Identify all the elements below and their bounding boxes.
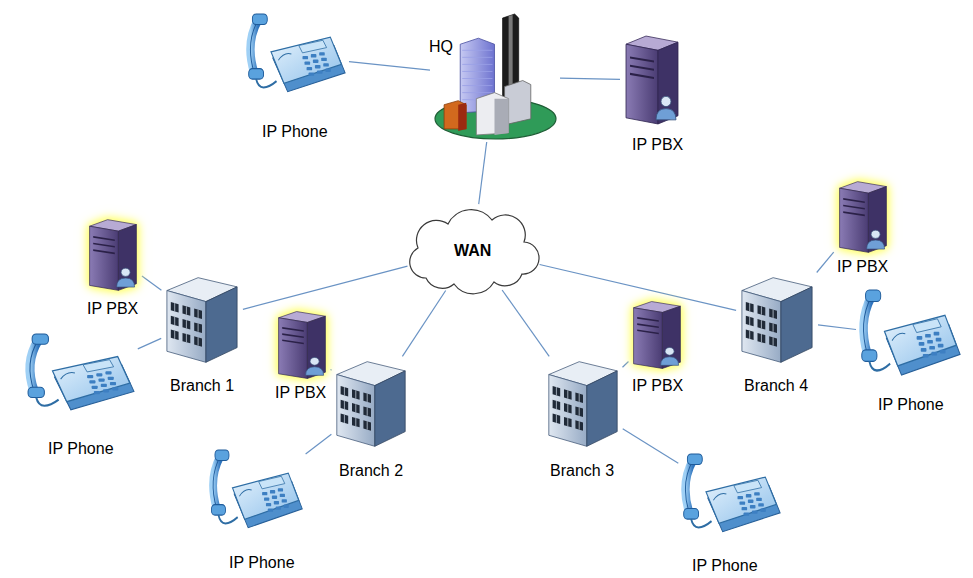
- node-label: IP PBX: [632, 376, 683, 395]
- node-label: IP Phone: [262, 122, 328, 141]
- network-link: [142, 276, 162, 290]
- ip-pbx-server-icon: [630, 300, 684, 370]
- ip-phone-icon: [858, 290, 962, 382]
- ip-pbx: IP PBX: [85, 218, 140, 319]
- network-link: [243, 266, 408, 309]
- network-link: [138, 338, 161, 349]
- network-link: [818, 325, 856, 330]
- node-label: IP PBX: [632, 135, 683, 154]
- network-link: [479, 142, 487, 204]
- network-link: [623, 429, 679, 464]
- node-label: HQ: [429, 37, 453, 56]
- network-link: [502, 290, 549, 356]
- ip-pbx-server-icon: [836, 180, 890, 254]
- node-label: IP PBX: [837, 257, 888, 276]
- ip-pbx-server-icon: [275, 310, 329, 380]
- node-label: Branch 2: [339, 461, 403, 480]
- network-link: [402, 291, 445, 357]
- ip-phone-icon: [24, 334, 136, 416]
- node-label: IP Phone: [229, 553, 295, 572]
- branch-building-icon: [333, 358, 409, 450]
- ip-pbx-server-icon: [86, 218, 140, 292]
- network-label: WAN: [454, 241, 491, 260]
- ip-phone: IP Phone: [208, 450, 304, 573]
- node-label: IP Phone: [878, 395, 944, 414]
- site: Branch 4: [738, 274, 816, 396]
- branch-building-icon: [163, 274, 241, 366]
- ip-phone: IP Phone: [858, 290, 962, 415]
- network-link: [817, 252, 834, 272]
- node-label: IP Phone: [692, 556, 758, 575]
- branch-building-icon: [545, 358, 621, 450]
- node-label: Branch 3: [550, 461, 614, 480]
- node-label: Branch 4: [744, 376, 808, 395]
- ip-pbx: IP PBX: [835, 180, 890, 277]
- network-link: [306, 434, 332, 454]
- network-link: [560, 78, 620, 79]
- wan-cloud: WAN: [398, 200, 548, 298]
- ip-phone-icon: [680, 454, 782, 538]
- site: Branch 3: [545, 358, 621, 481]
- network-link: [349, 62, 430, 71]
- site: HQ: [432, 14, 558, 140]
- ip-phone-icon: [245, 14, 347, 98]
- site: Branch 1: [163, 274, 241, 396]
- ip-phone: IP Phone: [24, 334, 136, 459]
- node-label: IP Phone: [48, 439, 114, 458]
- ip-pbx: IP PBX: [630, 300, 685, 396]
- ip-pbx-server-icon: [622, 34, 682, 126]
- node-label: Branch 1: [170, 376, 234, 395]
- network-link: [540, 265, 737, 311]
- ip-phone: IP Phone: [680, 454, 782, 576]
- ip-pbx: IP PBX: [622, 34, 685, 155]
- network-link: [623, 362, 629, 368]
- ip-phone-icon: [208, 450, 304, 534]
- ip-pbx: IP PBX: [273, 310, 329, 403]
- site: Branch 2: [333, 358, 409, 481]
- node-label: IP PBX: [275, 383, 326, 402]
- branch-building-icon: [738, 274, 816, 366]
- hq-campus-icon: [432, 14, 558, 140]
- network-link: [331, 369, 332, 371]
- node-label: IP PBX: [87, 299, 138, 318]
- ip-phone: IP Phone: [245, 14, 347, 142]
